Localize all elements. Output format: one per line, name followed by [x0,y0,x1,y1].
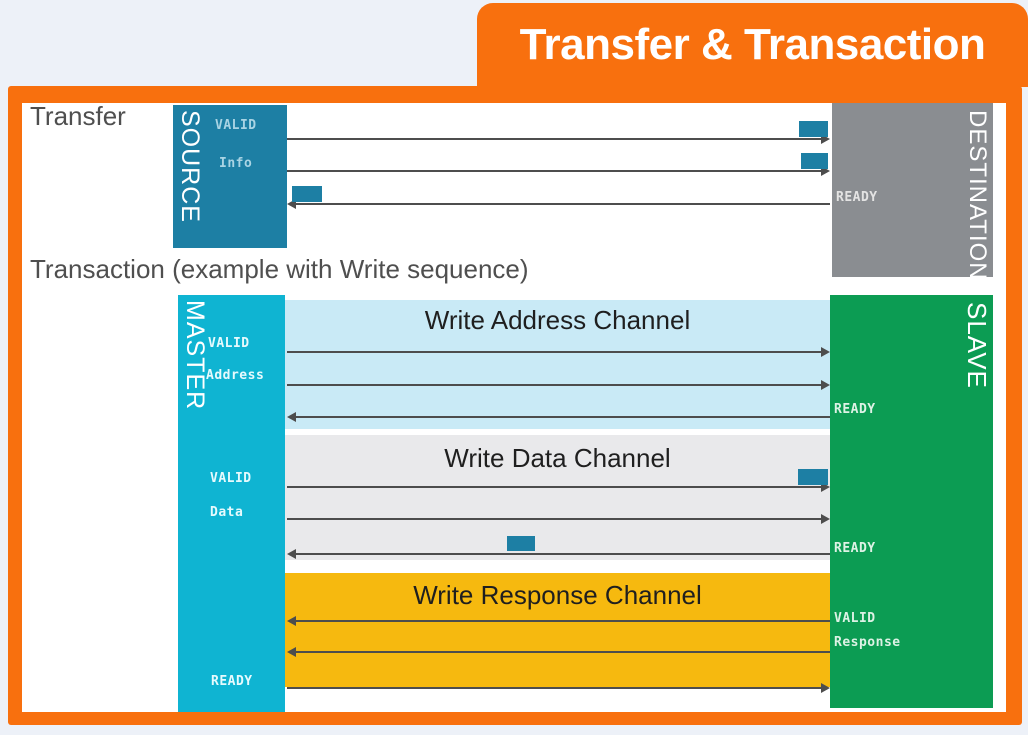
write-address-channel-band [285,300,830,429]
source-box-title: SOURCE [176,110,204,223]
write-data-channel-band [285,435,830,560]
source-info-label: Info [219,156,253,171]
master-box [178,295,285,712]
master-box-title: MASTER [181,300,209,411]
wready-handshake-marker [507,536,535,551]
valid-handshake-marker [799,121,828,137]
destination-ready-label: READY [836,190,878,205]
write-address-channel-title: Write Address Channel [424,305,691,335]
master-wvalid-label: VALID [210,471,252,486]
wdata-arrow [287,514,830,524]
master-wdata-label: Data [210,505,244,520]
bvalid-arrow [287,616,830,626]
transfer-ready-arrow [287,199,830,209]
wvalid-handshake-marker [798,469,828,485]
slave-awready-label: READY [834,402,876,417]
write-response-channel-title: Write Response Channel [413,580,702,610]
slave-wready-label: READY [834,541,876,556]
transfer-valid-arrow [287,134,830,144]
bready-arrow [287,683,830,693]
wready-arrow [287,549,830,559]
destination-box [832,103,993,277]
master-awvalid-label: VALID [208,336,250,351]
master-bready-label: READY [211,674,253,689]
slave-box [830,295,993,708]
awready-arrow [287,412,830,422]
destination-box-title: DESTINATION [964,110,991,281]
info-handshake-marker [801,153,828,169]
transaction-heading: Transaction (example with Write sequence… [30,254,529,284]
master-awaddr-label: Address [206,368,265,383]
transfer-heading: Transfer [30,101,126,131]
write-data-channel-title: Write Data Channel [444,443,671,473]
transfer-info-arrow [287,166,830,176]
ready-handshake-marker [292,186,322,202]
source-box [173,105,287,248]
title-tab: Transfer & Transaction [477,3,1028,87]
awaddr-arrow [287,380,830,390]
slave-bvalid-label: VALID [834,611,876,626]
wvalid-arrow [287,482,830,492]
bresp-arrow [287,647,830,657]
write-response-channel-band [285,573,830,687]
awvalid-arrow [287,347,830,357]
source-valid-label: VALID [215,118,257,133]
slave-bresp-label: Response [834,635,901,650]
slave-box-title: SLAVE [962,302,992,389]
page-title: Transfer & Transaction [519,20,986,69]
